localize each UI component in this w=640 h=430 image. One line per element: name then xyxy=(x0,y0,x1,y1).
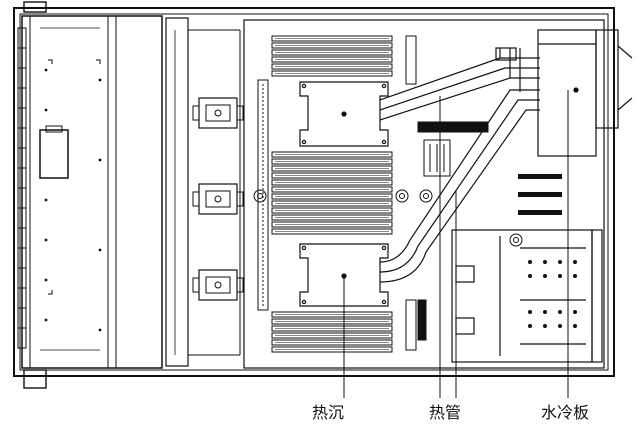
heatsink-lower xyxy=(299,243,389,307)
drive-bay-vent-holes xyxy=(44,68,102,332)
fan-module-1 xyxy=(192,97,244,129)
fan-wall xyxy=(165,17,241,367)
cold-plate-ports xyxy=(528,260,577,328)
heat-pipes xyxy=(379,48,540,283)
mounting-standoffs xyxy=(253,189,523,247)
fan-module-2 xyxy=(192,183,244,215)
heatsink-upper xyxy=(299,81,389,147)
dimm-bank-lower xyxy=(271,311,393,353)
dimm-bank-middle xyxy=(271,151,393,235)
psu-module xyxy=(495,29,633,157)
leader-lines xyxy=(343,90,569,398)
motherboard-outline xyxy=(243,19,605,369)
front-left-handle xyxy=(17,1,47,389)
water-cold-plate xyxy=(451,229,603,363)
label-water-cold-plate: 水冷板 xyxy=(541,403,590,422)
rear-slots xyxy=(518,174,562,215)
dimm-bank-upper xyxy=(271,35,393,77)
side-connectors xyxy=(257,35,489,351)
fan-module-3 xyxy=(192,269,244,301)
label-heatsink: 热沉 xyxy=(312,403,345,422)
label-heat-pipe: 热管 xyxy=(429,403,462,422)
front-drive-bay xyxy=(21,15,163,369)
chassis-outline xyxy=(13,7,615,377)
